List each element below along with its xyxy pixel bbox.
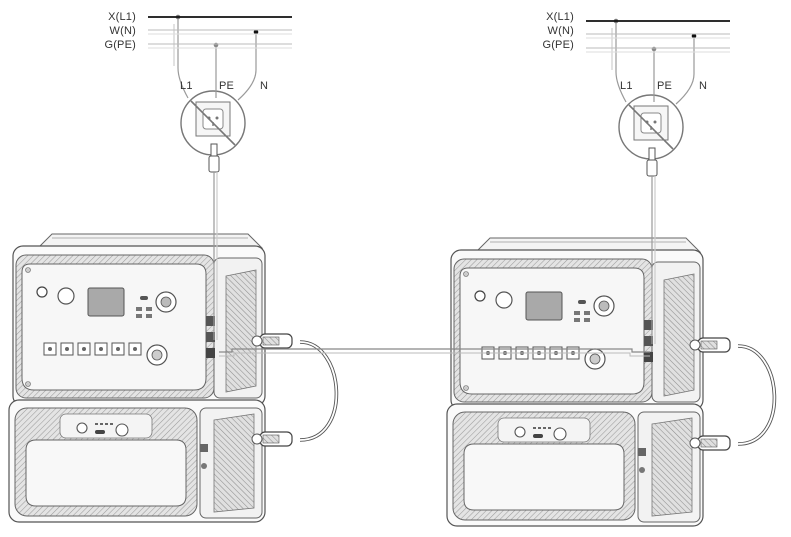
bus-label-ground: G(PE): [104, 39, 136, 51]
wire-label-n: N: [699, 80, 708, 92]
wire-label-pe: PE: [657, 80, 673, 92]
system-right: [445, 16, 777, 528]
wire-label-pe: PE: [219, 80, 235, 92]
inter-system-ac-link: [219, 348, 650, 357]
bus-label-neutral: W(N): [109, 25, 136, 37]
bus-label-line: X(L1): [108, 11, 136, 23]
bus-label-line: X(L1): [546, 11, 574, 23]
wire-label-l1: L1: [180, 80, 193, 92]
bus-label-neutral: W(N): [547, 25, 574, 37]
system-left: [7, 12, 339, 524]
wire-label-n: N: [260, 80, 269, 92]
wire-label-l1: L1: [620, 80, 633, 92]
bus-label-ground: G(PE): [542, 39, 574, 51]
